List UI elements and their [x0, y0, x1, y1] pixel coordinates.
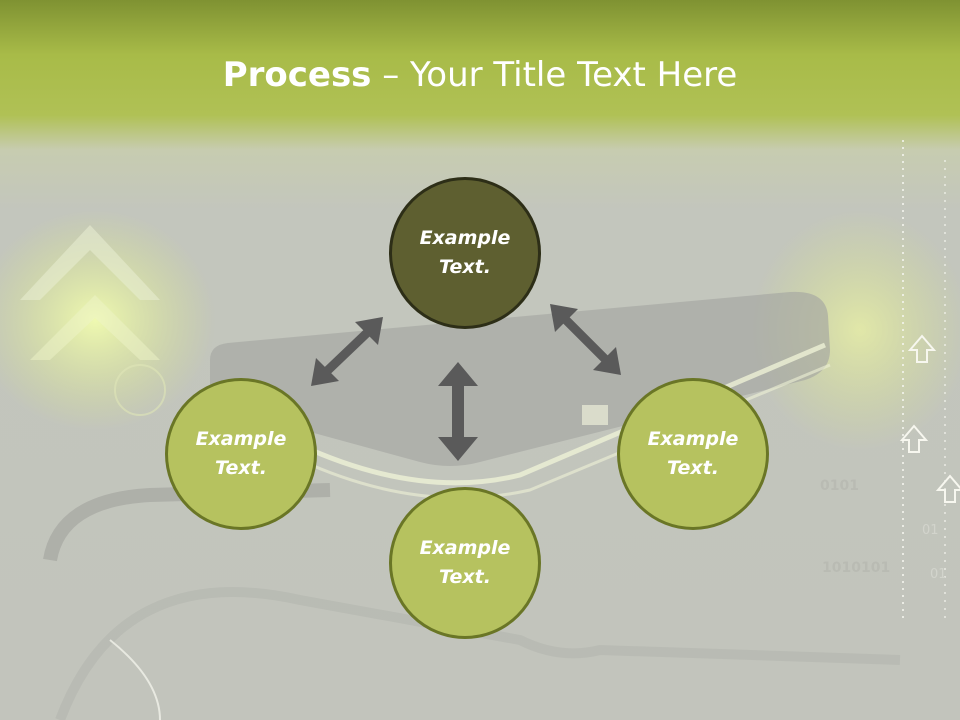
node-bottom-label: Example Text. [419, 537, 511, 588]
node-left-label: Example Text. [195, 428, 287, 479]
slide-title: Process – Your Title Text Here [0, 52, 960, 98]
node-right-label: Example Text. [647, 428, 739, 479]
binary-text-2: 1010101 [822, 560, 890, 576]
process-node-left: Example Text. [165, 378, 317, 530]
title-bold: Process [222, 55, 372, 95]
binary-text-4: 01 [930, 567, 947, 582]
node-top-label: Example Text. [419, 227, 511, 278]
binary-text-1: 0101 [820, 478, 859, 494]
title-rest: – Your Title Text Here [371, 55, 738, 95]
binary-text-3: 01 [922, 523, 939, 538]
process-node-bottom: Example Text. [389, 487, 541, 639]
process-node-top: Example Text. [389, 177, 541, 329]
arrow-top-left [311, 317, 383, 386]
arrow-vertical [438, 362, 478, 461]
arrow-top-right [550, 304, 621, 375]
process-node-right: Example Text. [617, 378, 769, 530]
